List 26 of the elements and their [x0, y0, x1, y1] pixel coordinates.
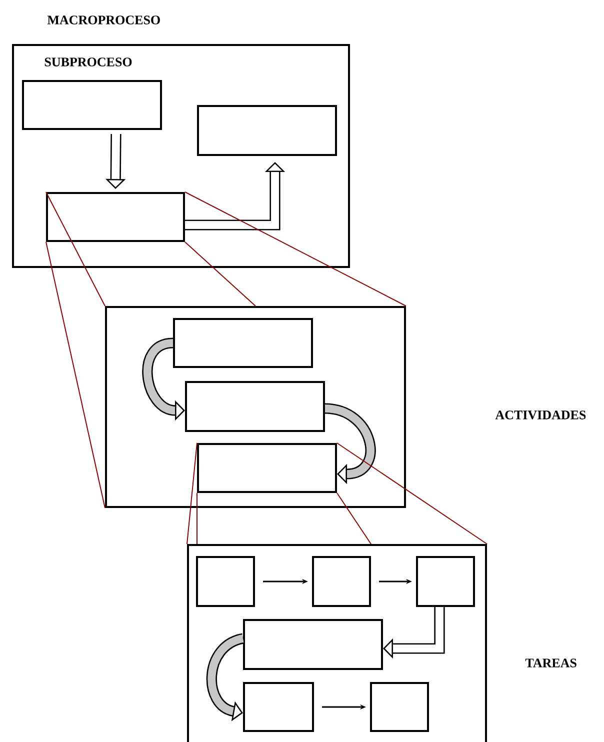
process-box — [46, 192, 185, 242]
zoom-line — [46, 192, 106, 306]
level-label: ACTIVIDADES — [495, 410, 586, 420]
process-box — [370, 682, 429, 732]
process-box — [196, 556, 255, 607]
process-box — [312, 556, 371, 607]
process-box — [173, 318, 313, 368]
zoom-line — [186, 442, 198, 544]
process-box — [197, 443, 337, 493]
zoom-line — [184, 242, 256, 306]
process-box — [197, 105, 337, 156]
box-heading: SUBPROCESO — [44, 58, 132, 66]
heading: MACROPROCESO — [47, 16, 160, 24]
process-box — [243, 682, 314, 732]
process-box — [185, 381, 325, 432]
block-arrow — [383, 607, 445, 659]
process-box — [416, 556, 475, 607]
zoom-line — [336, 492, 372, 544]
zoom-line — [184, 192, 406, 306]
process-box — [243, 619, 383, 670]
level-label: TAREAS — [525, 658, 576, 668]
zoom-line — [336, 442, 488, 544]
curved-arrow — [324, 403, 376, 484]
process-box — [22, 80, 162, 130]
zoom-line — [196, 492, 198, 544]
zoom-line — [46, 242, 106, 508]
